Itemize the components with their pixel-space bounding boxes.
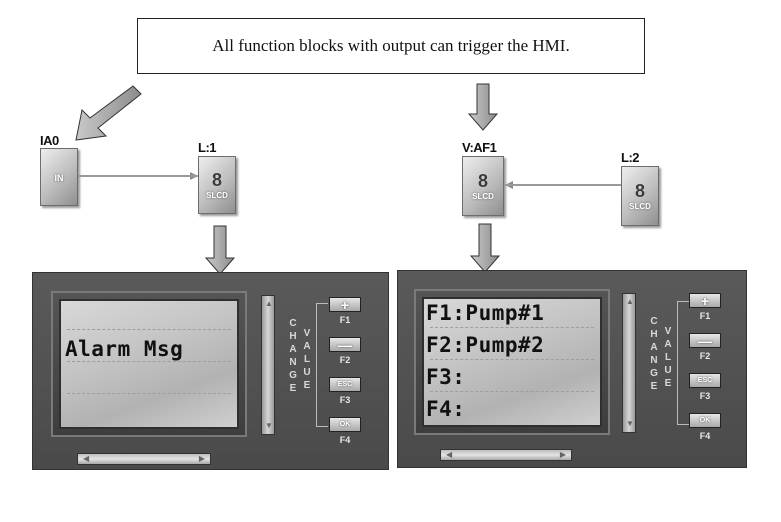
vaf1-sub: SLCD: [472, 191, 494, 201]
esc-button-left[interactable]: ESC: [329, 377, 361, 392]
scroll-down-icon[interactable]: ▼: [626, 419, 634, 428]
lcd-left-line-2: Alarm Msg: [65, 337, 184, 361]
l1-sub: SLCD: [206, 190, 228, 200]
scroll-down-icon[interactable]: ▼: [265, 421, 273, 430]
f2-label-left: F2: [339, 355, 351, 365]
plus-button-left[interactable]: +: [329, 297, 361, 313]
arrow-l1-to-hmi: [204, 225, 236, 275]
horizontal-scrollbar-left[interactable]: ◀ ▶: [77, 453, 211, 465]
lcd-right-line-4: F4:: [426, 397, 466, 421]
l1-block[interactable]: 8 SLCD: [198, 156, 236, 214]
screen-bezel-left: Alarm Msg: [51, 291, 247, 437]
f3-label-left: F3: [339, 395, 351, 405]
f4-label-right: F4: [699, 431, 711, 441]
scroll-right-icon[interactable]: ▶: [198, 454, 205, 463]
wire-ia0-l1: [78, 175, 198, 177]
ia0-sub: IN: [54, 173, 64, 183]
f4-label-left: F4: [339, 435, 351, 445]
vaf1-block[interactable]: 8 SLCD: [462, 156, 504, 216]
lcd-screen-right: F1:Pump#1 F2:Pump#2 F3: F4:: [422, 297, 602, 427]
f3-label-right: F3: [699, 391, 711, 401]
l2-block[interactable]: 8 SLCD: [621, 166, 659, 226]
l2-digit: 8: [634, 180, 645, 201]
wire-l2-vaf1: [505, 184, 621, 186]
bracket-right: [677, 301, 689, 425]
lcd-right-line-2: F2:Pump#2: [426, 333, 545, 357]
plus-button-right[interactable]: +: [689, 293, 721, 309]
lcd-right-line-3: F3:: [426, 365, 466, 389]
bracket-left: [316, 303, 328, 427]
callout-text: All function blocks with output can trig…: [212, 36, 570, 55]
f2-label-right: F2: [699, 351, 711, 361]
l1-digit: 8: [211, 169, 222, 190]
scroll-up-icon[interactable]: ▲: [626, 297, 634, 306]
arrow-vaf1-to-hmi: [469, 223, 501, 273]
l2-label: L:2: [621, 150, 640, 165]
arrow-callout-to-vaf1: [467, 83, 499, 131]
lcd-screen-left: Alarm Msg: [59, 299, 239, 429]
vertical-scrollbar-left[interactable]: ▲ ▼: [261, 295, 275, 435]
esc-button-right[interactable]: ESC: [689, 373, 721, 388]
scroll-left-icon[interactable]: ◀: [446, 450, 453, 459]
vertical-scrollbar-right[interactable]: ▲ ▼: [622, 293, 636, 433]
minus-button-right[interactable]: —: [689, 333, 721, 349]
l1-label: L:1: [198, 140, 217, 155]
ia0-label: IA0: [40, 133, 59, 148]
arrow-callout-to-ia0: [75, 85, 142, 141]
ia0-block[interactable]: IN: [40, 148, 78, 206]
vaf1-digit: 8: [477, 170, 488, 191]
horizontal-scrollbar-right[interactable]: ◀ ▶: [440, 449, 572, 461]
callout-box: All function blocks with output can trig…: [137, 18, 645, 74]
ok-button-left[interactable]: OK: [329, 417, 361, 432]
scroll-right-icon[interactable]: ▶: [559, 450, 566, 459]
scroll-left-icon[interactable]: ◀: [83, 454, 90, 463]
minus-button-left[interactable]: —: [329, 337, 361, 353]
l2-sub: SLCD: [629, 201, 651, 211]
scroll-up-icon[interactable]: ▲: [265, 299, 273, 308]
ok-button-right[interactable]: OK: [689, 413, 721, 428]
screen-bezel-right: F1:Pump#1 F2:Pump#2 F3: F4:: [414, 289, 610, 435]
f1-label-left: F1: [339, 315, 351, 325]
vaf1-label: V:AF1: [462, 140, 497, 155]
lcd-right-line-1: F1:Pump#1: [426, 301, 545, 325]
f1-label-right: F1: [699, 311, 711, 321]
